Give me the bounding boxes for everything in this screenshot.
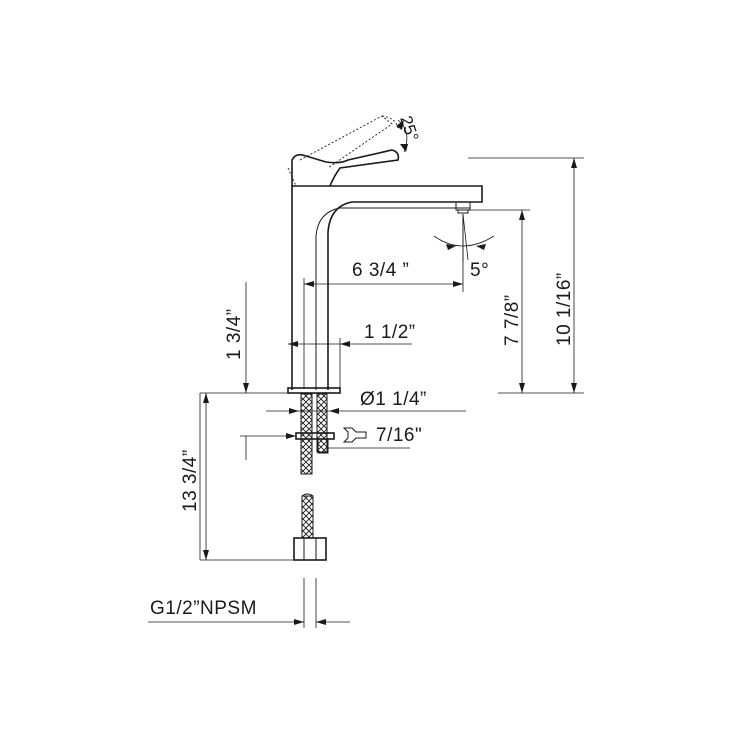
base-diameter-label: 1 1/2” xyxy=(364,322,416,343)
hole-diameter-label: Ø1 1/4” xyxy=(360,389,427,410)
dimension-lines xyxy=(148,119,584,628)
deck-thickness-label: 1 3/4” xyxy=(224,308,245,360)
wrench-icon xyxy=(342,427,367,443)
flex-hose xyxy=(293,493,327,561)
overall-height-label: 10 1/16” xyxy=(554,272,575,346)
handle-angle-label: 25° xyxy=(396,113,422,143)
mounting-shank xyxy=(295,393,335,475)
spout-height-label: 7 7/8” xyxy=(502,294,523,346)
reach-label: 6 3/4 ” xyxy=(352,260,409,281)
hose-length-label: 13 3/4” xyxy=(180,449,201,512)
spout-angle-label: 5° xyxy=(470,260,489,281)
faucet-body xyxy=(287,115,483,394)
thread-label: G1/2”NPSM xyxy=(150,598,257,619)
wrench-size-label: 7/16" xyxy=(376,425,422,446)
